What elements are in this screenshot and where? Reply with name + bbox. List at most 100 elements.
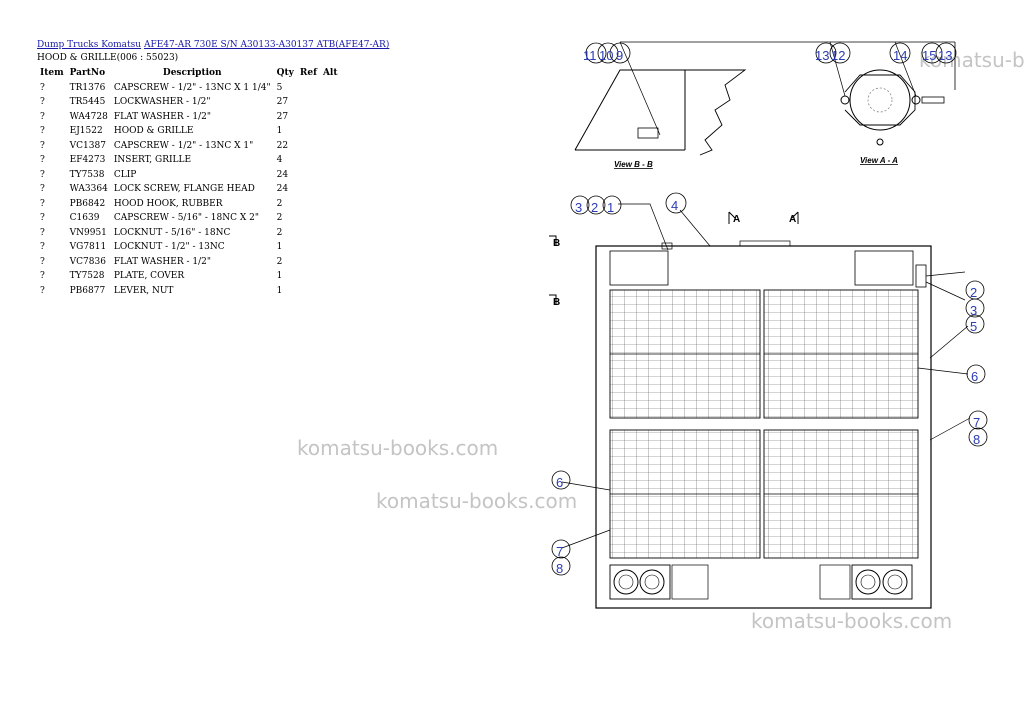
table-row: ? TR5445 LOCKWASHER - 1/2" 27 <box>37 95 341 110</box>
col-qty-cell: 1 <box>276 285 283 296</box>
col-description-header: Description <box>162 68 222 79</box>
section-marker-b-top: B <box>553 238 560 249</box>
table-row: ? PB6842 HOOD HOOK, RUBBER 2 <box>37 197 341 212</box>
callout-label: 11 <box>583 48 597 63</box>
watermark: komatsu-books.com <box>751 609 953 633</box>
callout-label: 3 <box>970 303 977 318</box>
col-item-cell: ? <box>40 242 45 253</box>
watermark: komatsu-books.com <box>297 436 499 460</box>
col-description-cell: PLATE, COVER <box>113 271 185 282</box>
col-alt-header: Alt <box>322 68 338 79</box>
col-qty-cell: 24 <box>276 169 289 180</box>
callout-label: 6 <box>556 475 563 490</box>
col-qty-cell: 4 <box>276 155 283 166</box>
callout-label: 7 <box>556 544 563 559</box>
col-item-cell: ? <box>40 97 45 108</box>
col-description-cell: LOCKNUT - 1/2" - 13NC <box>113 242 225 253</box>
callout-label: 5 <box>970 319 977 334</box>
section-markers: A A B B <box>549 211 799 308</box>
table-row: ? PB6877 LEVER, NUT 1 <box>37 284 341 299</box>
table-row: ? VN9951 LOCKNUT - 5/16" - 18NC 2 <box>37 226 341 241</box>
breadcrumb-link-model[interactable]: AFE47-AR 730E S/N A30133-A30137 ATB(AFE4… <box>143 40 390 50</box>
col-partno-cell: TR5445 <box>69 97 106 108</box>
col-description-cell: LEVER, NUT <box>113 285 174 296</box>
col-description-cell: FLAT WASHER - 1/2" <box>113 256 211 267</box>
callout-label: 4 <box>671 198 678 213</box>
breadcrumb: Dump Trucks Komatsu AFE47-AR 730E S/N A3… <box>37 40 389 50</box>
col-partno-cell: VC7836 <box>69 256 106 267</box>
col-item-cell: ? <box>40 111 45 122</box>
col-qty-cell: 1 <box>276 126 283 137</box>
callout-label: 10 <box>599 48 613 63</box>
col-description-cell: LOCKWASHER - 1/2" <box>113 97 211 108</box>
col-qty-cell: 2 <box>276 198 283 209</box>
callout-label: 6 <box>971 369 978 384</box>
callout-label: 7 <box>973 415 980 430</box>
col-description-cell: LOCK SCREW, FLANGE HEAD <box>113 184 255 195</box>
col-partno-cell: TY7538 <box>69 169 105 180</box>
callout-label: 8 <box>973 432 980 447</box>
col-partno-cell: PB6842 <box>69 198 106 209</box>
col-item-cell: ? <box>40 198 45 209</box>
col-partno-cell: VN9951 <box>69 227 107 238</box>
callout-label: 13 <box>938 48 952 63</box>
col-qty-cell: 22 <box>276 140 289 151</box>
view-b-label: View B - B <box>614 160 653 169</box>
breadcrumb-link-dump-trucks[interactable]: Dump Trucks Komatsu <box>37 40 142 50</box>
col-item-cell: ? <box>40 213 45 224</box>
view-a-label: View A - A <box>860 156 898 165</box>
section-marker-b-bottom: B <box>553 297 560 308</box>
col-item-cell: ? <box>40 227 45 238</box>
col-description-cell: LOCKNUT - 5/16" - 18NC <box>113 227 231 238</box>
col-qty-header: Qty <box>276 68 294 79</box>
callout-label: 2 <box>970 285 977 300</box>
section-marker-a-right: A <box>789 214 796 225</box>
col-partno-cell: PB6877 <box>69 285 106 296</box>
col-item-cell: ? <box>40 82 45 93</box>
col-qty-cell: 24 <box>276 184 289 195</box>
col-description-cell: HOOD HOOK, RUBBER <box>113 198 223 209</box>
callout-label: 13 <box>815 48 829 63</box>
view-b-section: View B - B <box>574 41 747 169</box>
hood-frame <box>595 240 932 609</box>
col-partno-cell: C1639 <box>69 213 100 224</box>
callout-label: 8 <box>556 561 563 576</box>
col-partno-cell: VG7811 <box>69 242 107 253</box>
col-qty-cell: 2 <box>276 227 283 238</box>
col-item-cell: ? <box>40 285 45 296</box>
callout-label: 14 <box>893 48 907 63</box>
table-row: ? VG7811 LOCKNUT - 1/2" - 13NC 1 <box>37 240 341 255</box>
col-partno-cell: TY7528 <box>69 271 105 282</box>
view-a-section: View A - A <box>829 41 945 165</box>
col-partno-cell: EJ1522 <box>69 126 103 137</box>
callout-label: 12 <box>831 48 845 63</box>
callouts <box>551 42 988 576</box>
col-partno-cell: WA4728 <box>69 111 108 122</box>
col-item-cell: ? <box>40 256 45 267</box>
table-header-row: Item PartNo Description Qty Ref Alt <box>37 66 341 81</box>
col-description-cell: FLAT WASHER - 1/2" <box>113 111 211 122</box>
col-qty-cell: 27 <box>276 97 289 108</box>
col-description-cell: CLIP <box>113 169 137 180</box>
col-partno-cell: VC1387 <box>69 140 106 151</box>
col-item-cell: ? <box>40 271 45 282</box>
col-description-cell: CAPSCREW - 5/16" - 18NC X 2" <box>113 213 260 224</box>
col-qty-cell: 1 <box>276 242 283 253</box>
watermark: komatsu-books.com <box>376 489 578 513</box>
callout-labels: 11 10 9 13 12 14 15 13 3 2 1 4 2 3 5 6 7… <box>556 48 980 576</box>
grille-panels <box>609 289 919 559</box>
col-item-cell: ? <box>40 126 45 137</box>
col-partno-cell: EF4273 <box>69 155 106 166</box>
col-item-cell: ? <box>40 140 45 151</box>
callout-label: 1 <box>607 200 614 215</box>
lamp-assemblies <box>609 564 913 600</box>
callout-label: 15 <box>922 48 936 63</box>
